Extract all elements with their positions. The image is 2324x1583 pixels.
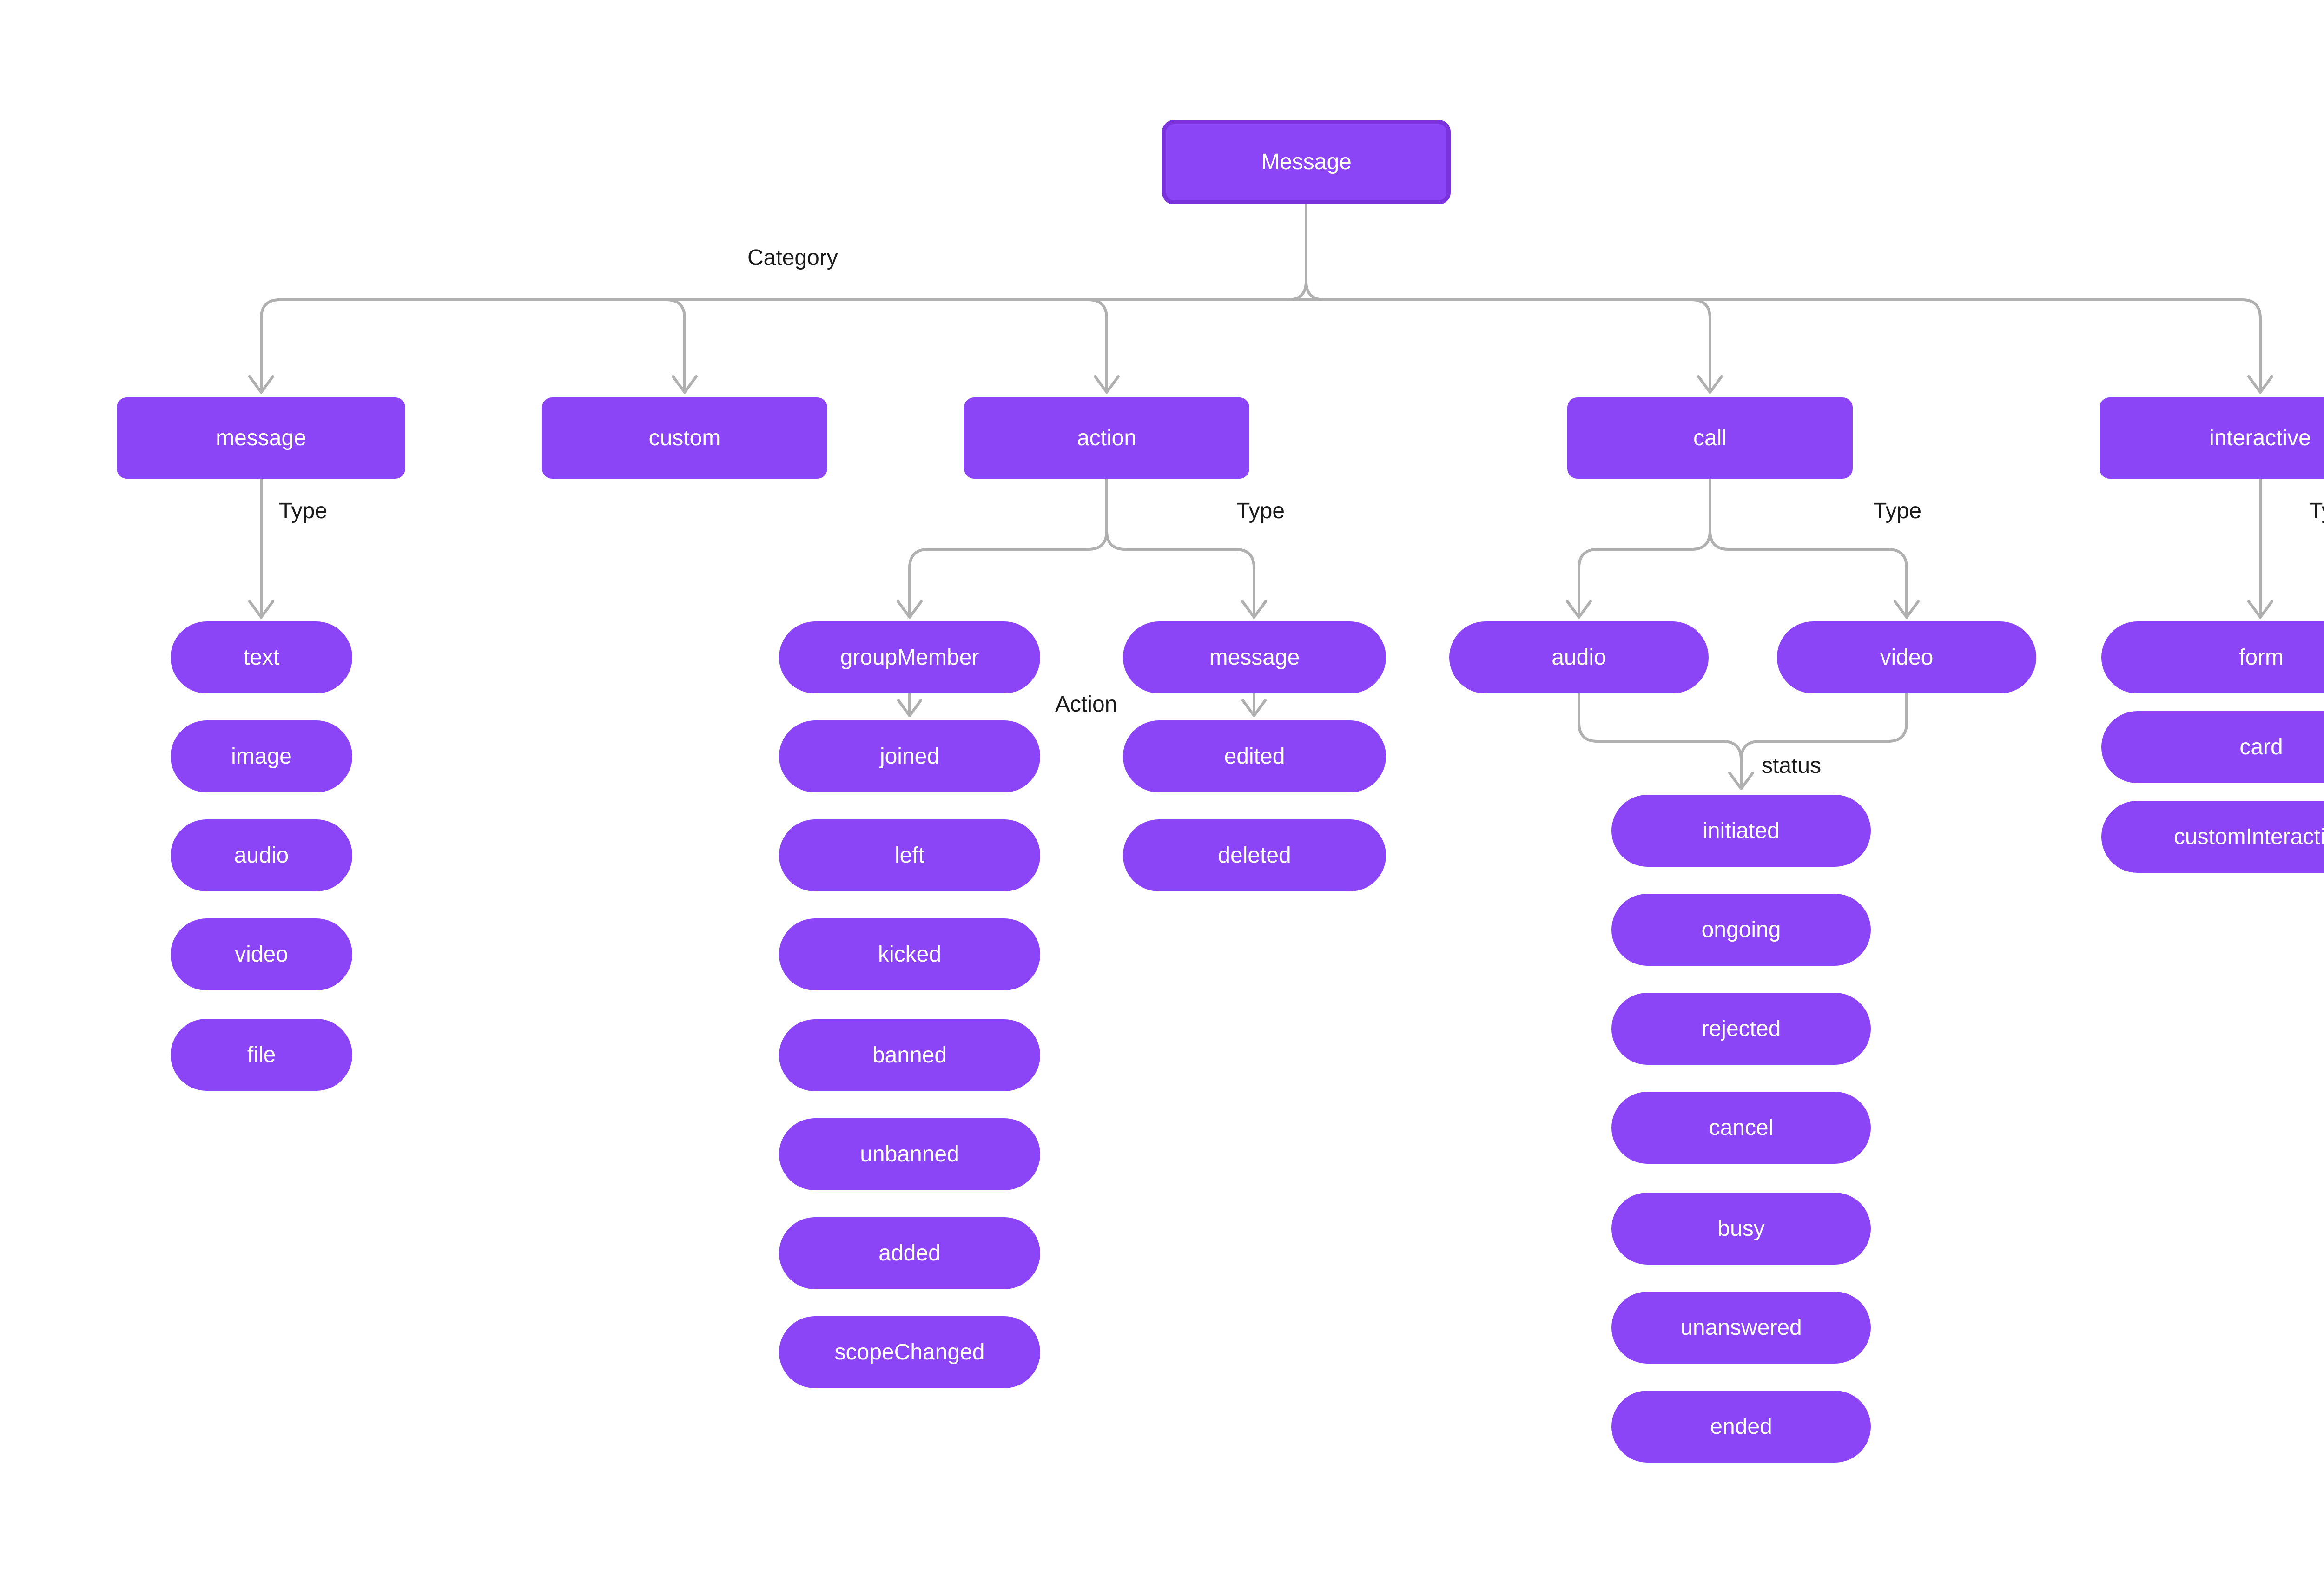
node-category-custom: custom — [542, 397, 827, 479]
label-status: status — [1762, 753, 1822, 778]
node-action-scopechanged: scopeChanged — [779, 1316, 1040, 1388]
label-type-action: Type — [1236, 499, 1285, 523]
label-action: Action — [1055, 692, 1117, 717]
node-action-unbanned: unbanned — [779, 1118, 1040, 1190]
edge-action-fork — [897, 477, 1267, 619]
node-status-cancel: cancel — [1611, 1092, 1871, 1164]
node-status-ongoing: ongoing — [1611, 894, 1871, 966]
node-status-busy: busy — [1611, 1193, 1871, 1265]
edge-root-to-categories — [248, 203, 2273, 394]
node-action-deleted: deleted — [1123, 819, 1386, 891]
node-action-banned: banned — [779, 1019, 1040, 1091]
node-action-type-message: message — [1123, 621, 1386, 693]
node-action-type-groupmember: groupMember — [779, 621, 1040, 693]
edge-message-action-to-actions — [1241, 692, 1267, 717]
node-category-message: message — [117, 397, 405, 479]
edge-interactive-to-types — [2247, 477, 2273, 619]
node-type-video: video — [171, 918, 352, 990]
node-interactive-type-custominteractive: customInteractive — [2101, 801, 2324, 873]
node-action-kicked: kicked — [779, 918, 1040, 990]
node-action-added: added — [779, 1217, 1040, 1289]
node-action-edited: edited — [1123, 720, 1386, 792]
node-type-file: file — [171, 1019, 352, 1091]
label-type-interactive: Type — [2309, 499, 2324, 523]
node-category-action: action — [964, 397, 1249, 479]
edge-message-to-types — [248, 477, 274, 619]
node-action-left: left — [779, 819, 1040, 891]
node-type-image: image — [171, 720, 352, 792]
label-type-message: Type — [279, 499, 328, 523]
label-type-call: Type — [1873, 499, 1922, 523]
node-root-message: Message — [1162, 120, 1451, 204]
node-action-joined: joined — [779, 720, 1040, 792]
edge-call-fork — [1566, 477, 1920, 619]
node-type-audio: audio — [171, 819, 352, 891]
node-category-call: call — [1567, 397, 1853, 479]
edge-groupmember-to-actions — [897, 692, 922, 717]
node-status-initiated: initiated — [1611, 795, 1871, 867]
node-status-unanswered: unanswered — [1611, 1292, 1871, 1364]
node-call-type-video: video — [1777, 621, 2036, 693]
label-category: Category — [747, 245, 838, 270]
node-call-type-audio: audio — [1449, 621, 1709, 693]
node-category-interactive: interactive — [2100, 397, 2324, 479]
node-interactive-type-card: card — [2101, 711, 2324, 783]
node-status-rejected: rejected — [1611, 993, 1871, 1065]
node-interactive-type-form: form — [2101, 621, 2324, 693]
node-type-text: text — [171, 621, 352, 693]
node-status-ended: ended — [1611, 1391, 1871, 1463]
edge-call-types-merge — [1578, 692, 1908, 790]
